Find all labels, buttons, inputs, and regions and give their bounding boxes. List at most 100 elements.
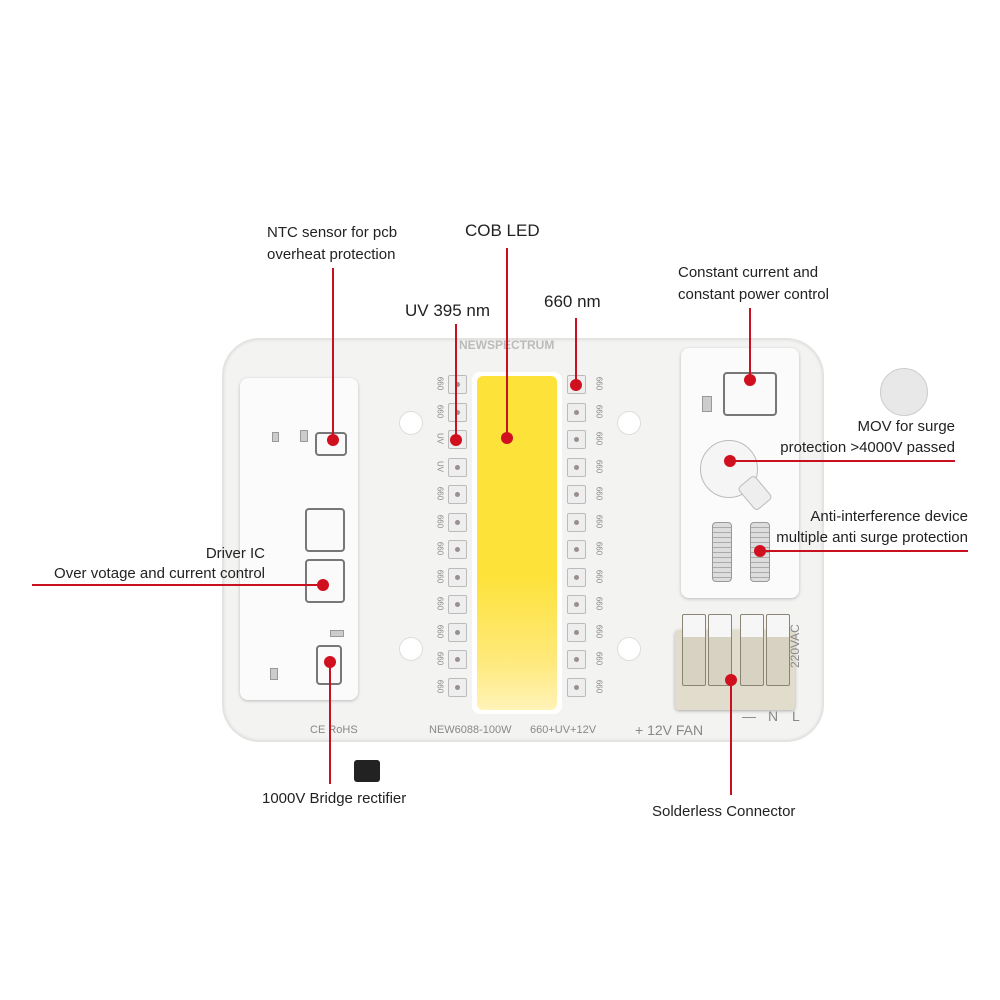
anti-label-2: multiple anti surge protection	[776, 529, 968, 546]
ntc-leader	[332, 268, 334, 440]
mount-hole	[399, 637, 423, 661]
led-chip	[567, 567, 586, 587]
led-label: 660	[435, 486, 445, 501]
smd-part	[270, 668, 278, 680]
led-label: 660	[435, 541, 445, 556]
led-label: 660	[594, 431, 604, 446]
led-label: 660	[594, 514, 604, 528]
led-label: 660	[594, 541, 604, 556]
driver-dot	[317, 579, 329, 591]
smd-part	[330, 630, 344, 637]
led-label: 660	[594, 569, 604, 583]
led-chip	[567, 402, 586, 422]
constant-label-1: Constant current and	[678, 264, 819, 281]
constant-dot	[744, 374, 756, 386]
led-chip	[448, 540, 467, 559]
led-chip	[448, 375, 467, 394]
led-chip	[448, 402, 467, 422]
connector-dot	[725, 674, 737, 686]
led-label: 660	[435, 679, 445, 693]
cob-led	[477, 376, 557, 710]
led-chip	[448, 512, 467, 532]
fan-label: + 12V FAN	[635, 722, 704, 738]
driver-label-1: Driver IC	[205, 545, 265, 562]
led-chip	[448, 677, 467, 697]
led-chip	[448, 567, 467, 587]
led-label: UV	[435, 432, 445, 445]
led-chip	[567, 540, 586, 559]
led-label: 660	[594, 376, 604, 391]
smd-part	[272, 432, 279, 442]
led-chip	[567, 430, 586, 449]
constant-leader	[749, 308, 751, 380]
led-chip	[567, 677, 586, 697]
mov-icon	[880, 368, 928, 416]
ntc-label-1: NTC sensor for pcb	[267, 224, 398, 241]
mov-label-2: protection >4000V passed	[780, 439, 955, 456]
driver-leader	[32, 584, 323, 586]
led-label: UV	[435, 460, 445, 472]
driver-label-2: Over votage and current control	[54, 565, 265, 582]
led-label: 660	[435, 569, 445, 583]
mount-hole	[399, 411, 423, 435]
cob-leader	[506, 248, 508, 438]
led-label: 660	[594, 651, 604, 666]
led-label: 660	[594, 459, 604, 473]
mount-hole	[617, 637, 641, 661]
constant-label-2: constant power control	[678, 286, 829, 303]
cert-label: CE RoHS	[310, 724, 358, 736]
led-label: 660	[435, 624, 445, 638]
connector-label: Solderless Connector	[652, 803, 796, 820]
led-label: 660	[435, 404, 445, 418]
voltage-label: 220VAC	[788, 624, 802, 668]
terminal-l: L	[792, 708, 800, 724]
led-chip	[567, 457, 586, 477]
terminal-lever	[682, 614, 706, 686]
terminal-lever	[740, 614, 764, 686]
ntc-label-2: overheat protection	[267, 246, 396, 263]
terminal-minus: —	[742, 708, 756, 724]
mov-leader	[730, 460, 955, 462]
led-label: 660	[435, 651, 445, 666]
led-chip	[448, 650, 467, 669]
led-label: 660	[594, 486, 604, 501]
led-label: 660	[594, 679, 604, 693]
led-chip	[567, 650, 586, 669]
led-chip	[448, 595, 467, 614]
uv-dot	[450, 434, 462, 446]
bridge-dot	[324, 656, 336, 668]
led-label: 660	[594, 404, 604, 418]
cob-dot	[501, 432, 513, 444]
connector-leader	[730, 680, 732, 795]
led-chip	[567, 485, 586, 504]
led-chip	[567, 595, 586, 614]
bridge-label: 1000V Bridge rectifier	[262, 790, 407, 807]
led-label: 660	[435, 514, 445, 528]
driver-ic-1	[305, 508, 345, 552]
led-chip	[448, 622, 467, 642]
terminal-n: N	[768, 708, 779, 724]
led-label: 660	[594, 624, 604, 638]
terminal-lever	[766, 614, 790, 686]
uv-leader	[455, 324, 457, 440]
cob-label: COB LED	[465, 221, 540, 240]
mov-label-1: MOV for surge	[857, 418, 955, 435]
led-chip	[567, 512, 586, 532]
led-label: 660	[435, 596, 445, 611]
660nm-label: 660 nm	[544, 292, 601, 311]
model-label: NEW6088-100W	[429, 724, 512, 736]
anti-leader	[760, 550, 968, 552]
ntc-dot	[327, 434, 339, 446]
led-chip	[448, 485, 467, 504]
mov-dot	[724, 455, 736, 467]
led-label: 660	[594, 596, 604, 611]
mount-hole	[617, 411, 641, 435]
660nm-leader	[575, 318, 577, 385]
led-label: 660	[435, 376, 445, 391]
uv-label: UV 395 nm	[405, 301, 491, 320]
660nm-dot	[570, 379, 582, 391]
inductor	[712, 522, 732, 582]
led-chip	[448, 457, 467, 477]
bridge-leader	[329, 662, 331, 784]
smd-part	[702, 396, 712, 412]
